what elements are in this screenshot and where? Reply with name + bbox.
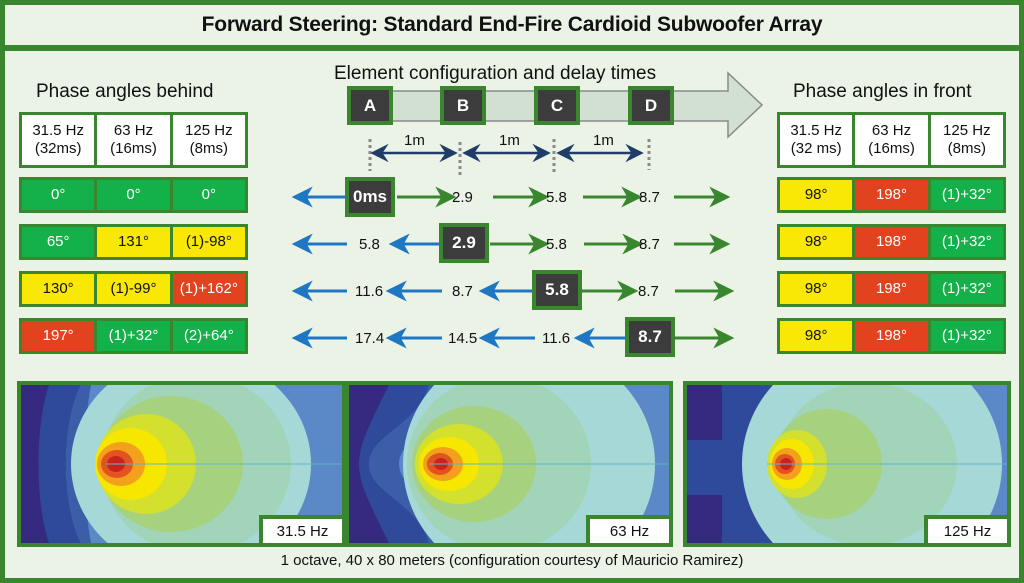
spacing-cd: 1m	[593, 132, 614, 149]
front-title: Phase angles in front	[793, 81, 972, 102]
front-header-cell: 63 Hz(16ms)	[855, 115, 928, 165]
phase-cell: 98°	[780, 227, 853, 257]
delay-active-box: 0ms	[345, 177, 395, 217]
phase-cell: (1)+162°	[172, 274, 245, 304]
title-panel: Forward Steering: Standard End-Fire Card…	[5, 5, 1019, 45]
frequency-label: 125 Hz	[943, 122, 991, 139]
heatmap-31hz-plot	[21, 385, 342, 543]
delay-value: 8.7	[639, 236, 660, 253]
front-table-row: 98°198°(1)+32°	[777, 224, 1006, 260]
behind-table-row: 130°(1)-99°(1)+162°	[19, 271, 248, 307]
phase-cell: 198°	[855, 180, 928, 210]
spacing-ab: 1m	[404, 132, 425, 149]
behind-header-row: 31.5 Hz(32ms)63 Hz(16ms)125 Hz(8ms)	[19, 112, 248, 168]
caption: 1 octave, 40 x 80 meters (configuration …	[280, 552, 744, 569]
front-table-row: 98°198°(1)+32°	[777, 177, 1006, 213]
frequency-label: 125 Hz	[185, 122, 233, 139]
behind-title: Phase angles behind	[36, 81, 214, 102]
behind-table-row: 0°0°0°	[19, 177, 248, 213]
front-table-row: 98°198°(1)+32°	[777, 318, 1006, 354]
phase-cell: (1)-98°	[172, 227, 245, 257]
delay-active-box: 8.7	[625, 317, 675, 357]
phase-cell: (1)+32°	[930, 180, 1003, 210]
delay-value: 5.8	[546, 236, 567, 253]
heatmap-125hz: 125 Hz	[683, 381, 1011, 547]
delay-value: 8.7	[639, 189, 660, 206]
heatmap-label: 31.5 Hz	[259, 515, 342, 543]
element-d: D	[628, 86, 674, 125]
element-b: B	[440, 86, 486, 125]
phase-cell: 0°	[172, 180, 245, 210]
delay-active-box: 2.9	[439, 223, 489, 263]
phase-cell: (1)+32°	[930, 274, 1003, 304]
front-table-row: 98°198°(1)+32°	[777, 271, 1006, 307]
period-label: (32ms)	[34, 140, 82, 157]
heatmap-label: 125 Hz	[924, 515, 1007, 543]
phase-cell: 0°	[22, 180, 95, 210]
phase-cell: 130°	[22, 274, 95, 304]
phase-cell: (1)+32°	[930, 227, 1003, 257]
phase-cell: 198°	[855, 321, 928, 351]
period-label: (8ms)	[189, 140, 228, 157]
element-a: A	[347, 86, 393, 125]
phase-cell: (1)+32°	[930, 321, 1003, 351]
heatmap-63hz-plot	[349, 385, 669, 543]
period-label: (8ms)	[947, 140, 986, 157]
phase-cell: 0°	[97, 180, 170, 210]
spacing-bc: 1m	[499, 132, 520, 149]
frequency-label: 31.5 Hz	[790, 122, 843, 139]
element-c: C	[534, 86, 580, 125]
phase-cell: (1)-99°	[97, 274, 170, 304]
delay-value: 11.6	[355, 283, 384, 300]
phase-cell: 198°	[855, 227, 928, 257]
delay-value: 11.6	[542, 330, 571, 347]
behind-table-row: 197°(1)+32°(2)+64°	[19, 318, 248, 354]
phase-cell: (2)+64°	[172, 321, 245, 351]
frequency-label: 31.5 Hz	[32, 122, 85, 139]
frequency-label: 63 Hz	[113, 122, 154, 139]
phase-cell: 98°	[780, 274, 853, 304]
delay-value: 17.4	[355, 330, 385, 347]
position-guides	[368, 139, 651, 175]
period-label: (16ms)	[868, 140, 915, 157]
front-header-cell: 125 Hz(8ms)	[930, 115, 1003, 165]
delay-value: 5.8	[546, 189, 567, 206]
phase-cell: 197°	[22, 321, 95, 351]
config-title: Element configuration and delay times	[334, 63, 657, 84]
delay-value: 14.5	[448, 330, 478, 347]
behind-header-cell: 63 Hz(16ms)	[97, 115, 170, 165]
phase-cell: 98°	[780, 321, 853, 351]
phase-cell: 131°	[97, 227, 170, 257]
behind-header-cell: 31.5 Hz(32ms)	[22, 115, 95, 165]
behind-header-cell: 125 Hz(8ms)	[172, 115, 245, 165]
phase-cell: 198°	[855, 274, 928, 304]
phase-cell: (1)+32°	[97, 321, 170, 351]
heatmap-label: 63 Hz	[586, 515, 669, 543]
phase-cell: 98°	[780, 180, 853, 210]
front-header-cell: 31.5 Hz(32 ms)	[780, 115, 853, 165]
period-label: (32 ms)	[790, 140, 842, 157]
main-panel: Phase angles behind 31.5 Hz(32ms)63 Hz(1…	[5, 51, 1019, 578]
delay-value: 8.7	[452, 283, 473, 300]
heatmap-63hz: 63 Hz	[345, 381, 673, 547]
heatmap-31hz: 31.5 Hz	[17, 381, 346, 547]
delay-arrows	[291, 186, 735, 349]
behind-table-row: 65°131°(1)-98°	[19, 224, 248, 260]
delay-value: 8.7	[638, 283, 659, 300]
spacing-arrows	[370, 143, 644, 163]
period-label: (16ms)	[110, 140, 157, 157]
delay-active-box: 5.8	[532, 270, 582, 310]
delay-value: 2.9	[452, 189, 473, 206]
front-header-row: 31.5 Hz(32 ms)63 Hz(16ms)125 Hz(8ms)	[777, 112, 1006, 168]
page-title: Forward Steering: Standard End-Fire Card…	[201, 13, 823, 36]
phase-cell: 65°	[22, 227, 95, 257]
delay-value: 5.8	[359, 236, 380, 253]
frequency-label: 63 Hz	[871, 122, 912, 139]
